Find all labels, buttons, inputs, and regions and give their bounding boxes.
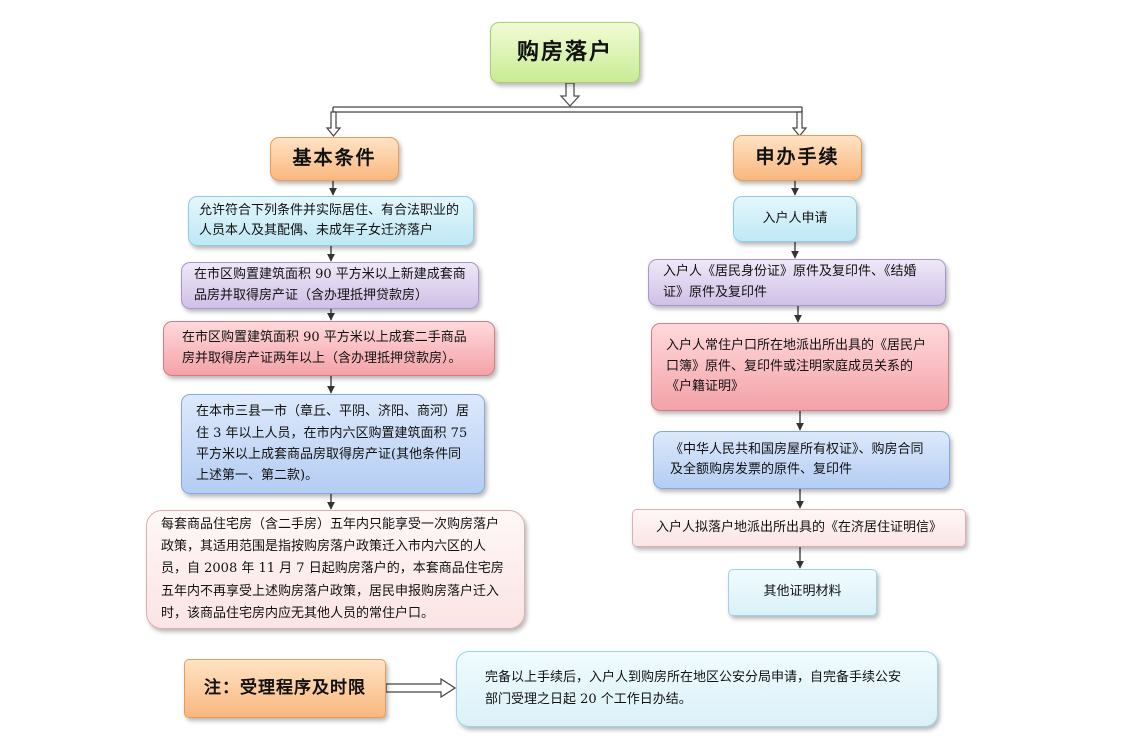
left-item-2-text: 在市区购置建筑面积 90 平方米以上新建成套商品房并取得房产证（含办理抵押贷款房… xyxy=(194,267,466,303)
left-item-3: 在市区购置建筑面积 90 平方米以上成套二手商品房并取得房产证两年以上（含办理抵… xyxy=(163,321,495,376)
right-header-text: 申办手续 xyxy=(755,146,840,169)
right-branch-arrow xyxy=(791,111,808,137)
left-item-5-text: 每套商品住宅房（含二手房）五年内只能享受一次购房落户政策，其适用范围是指按购房落… xyxy=(161,517,504,621)
diagram-title-text: 购房落户 xyxy=(516,39,613,66)
left-item-4: 在本市三县一市（章丘、平阴、济阳、商河）居住 3 年以上人员，在市内六区购置建筑… xyxy=(181,394,485,494)
left-item-3-text: 在市区购置建筑面积 90 平方米以上成套二手商品房并取得房产证两年以上（含办理抵… xyxy=(182,330,467,366)
right-item-4-text: 《中华人民共和国房屋所有权证》、购房合同及全额购房发票的原件、复印件 xyxy=(670,441,924,477)
left-branch-arrow xyxy=(325,111,342,137)
left-item-2: 在市区购置建筑面积 90 平方米以上新建成套商品房并取得房产证（含办理抵押贷款房… xyxy=(181,262,479,309)
right-header-procedures: 申办手续 xyxy=(733,135,862,181)
right-item-2-text: 入户人《居民身份证》原件及复印件、《结婚证》原件及复印件 xyxy=(663,264,917,300)
right-item-4: 《中华人民共和国房屋所有权证》、购房合同及全额购房发票的原件、复印件 xyxy=(653,431,950,489)
diagram-title: 购房落户 xyxy=(490,22,640,83)
left-header-text: 基本条件 xyxy=(292,147,377,170)
note-text-box: 完备以上手续后，入户人到购房所在地区公安分局申请，自完备手续公安部门受理之日起 … xyxy=(456,651,938,727)
right-item-6-text: 其他证明材料 xyxy=(763,584,842,600)
right-item-5: 入户人拟落户地派出所出具的《在济居住证明信》 xyxy=(632,509,966,547)
note-label: 注：受理程序及时限 xyxy=(184,659,386,718)
left-item-4-text: 在本市三县一市（章丘、平阴、济阳、商河）居住 3 年以上人员，在市内六区购置建筑… xyxy=(196,404,470,484)
left-item-5: 每套商品住宅房（含二手房）五年内只能享受一次购房落户政策，其适用范围是指按购房落… xyxy=(146,510,525,629)
right-item-1-text: 入户人申请 xyxy=(762,210,828,226)
title-down-arrow xyxy=(559,82,581,107)
right-item-3: 入户人常住户口所在地派出所出具的《居民户口簿》原件、复印件或注明家庭成员关系的《… xyxy=(651,323,949,411)
right-item-5-text: 入户人拟落户地派出所出具的《在济居住证明信》 xyxy=(655,519,942,535)
left-header-basic-conditions: 基本条件 xyxy=(270,137,399,181)
right-item-1: 入户人申请 xyxy=(733,196,857,242)
right-item-2: 入户人《居民身份证》原件及复印件、《结婚证》原件及复印件 xyxy=(648,259,946,306)
right-item-6: 其他证明材料 xyxy=(728,569,877,616)
left-item-1: 允许符合下列条件并实际居住、有合法职业的人员本人及其配偶、未成年子女迁济落户 xyxy=(188,196,474,246)
left-item-1-text: 允许符合下列条件并实际居住、有合法职业的人员本人及其配偶、未成年子女迁济落户 xyxy=(199,202,460,238)
note-text: 完备以上手续后，入户人到购房所在地区公安分局申请，自完备手续公安部门受理之日起 … xyxy=(485,669,902,707)
right-item-3-text: 入户人常住户口所在地派出所出具的《居民户口簿》原件、复印件或注明家庭成员关系的《… xyxy=(666,337,927,395)
note-label-text: 注：受理程序及时限 xyxy=(204,678,366,699)
note-arrow xyxy=(385,677,457,699)
